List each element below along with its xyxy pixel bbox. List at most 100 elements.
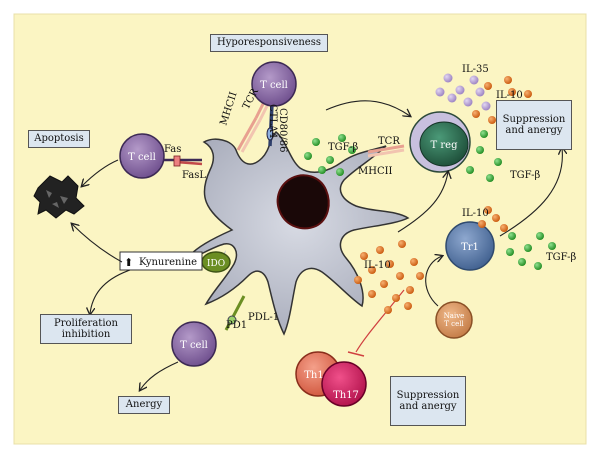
- tgfb-dot: [486, 174, 494, 182]
- il10-dot: [504, 76, 512, 84]
- arrows: [72, 100, 562, 390]
- cell-label-tcell-left: T cell: [128, 152, 156, 163]
- label-fas: Fas: [164, 144, 181, 155]
- cell-label-tr1: Tr1: [461, 242, 479, 253]
- il35-dot: [435, 87, 445, 97]
- cell-label-tcell-top: T cell: [260, 80, 288, 91]
- box-apoptosis: Apoptosis: [28, 130, 90, 148]
- il10-dot: [488, 116, 496, 124]
- tgfb-dot: [318, 166, 326, 174]
- tcell-top-group: [236, 61, 297, 153]
- label-il10-tr1: IL-10: [462, 208, 489, 219]
- il10-dot: [376, 246, 384, 254]
- il10-dot: [396, 272, 404, 280]
- tgfb-dot: [338, 134, 346, 142]
- tgfb-dot: [506, 248, 514, 256]
- label-pdl1: PDL-1: [248, 312, 279, 323]
- tgfb-dot: [508, 232, 516, 240]
- label-tgfb-tr1: TGF-β: [546, 252, 577, 263]
- il10-dot: [368, 266, 376, 274]
- cell-label-th1: Th1: [304, 370, 323, 381]
- tgfb-dot: [534, 262, 542, 270]
- box-proliferation-inhibition: Proliferation inhibition: [40, 314, 132, 344]
- box-suppression-top: Suppression and anergy: [496, 100, 572, 150]
- il10-dot: [524, 90, 532, 98]
- naive-tcell: [435, 301, 473, 339]
- box-suppression-bottom: Suppression and anergy: [390, 376, 466, 426]
- il35-dot: [455, 85, 465, 95]
- il35-dot: [475, 87, 485, 97]
- dc-nucleus: [276, 174, 330, 230]
- label-pd1: PD1: [226, 320, 247, 331]
- cell-label-tcell-bottom: T cell: [180, 340, 208, 351]
- dendritic-cell-body: [184, 130, 410, 336]
- kynurenine-up-arrow: ⬆: [124, 256, 133, 269]
- il35-dot: [443, 73, 453, 83]
- label-ctla4: CTLA4: [267, 104, 278, 139]
- il10-dot: [404, 302, 412, 310]
- il10-dot: [416, 272, 424, 280]
- treg-group: [367, 111, 471, 173]
- label-cd80-86: CD80/86: [277, 108, 288, 153]
- il10-dot: [398, 240, 406, 248]
- label-kynurenine: Kynurenine: [139, 257, 197, 268]
- box-anergy: Anergy: [118, 396, 170, 414]
- il35-dot: [469, 75, 479, 85]
- tgfb-dot: [326, 156, 334, 164]
- tr1-cell: [445, 221, 495, 271]
- tgfb-dot: [348, 146, 356, 154]
- tgfb-dot: [466, 166, 474, 174]
- il10-dot: [360, 252, 368, 260]
- tgfb-dot: [304, 152, 312, 160]
- il10-dot: [368, 290, 376, 298]
- il10-dot: [406, 286, 414, 294]
- il10-dot: [380, 280, 388, 288]
- il10-dot: [354, 276, 362, 284]
- label-tcr-treg: TCR: [378, 136, 400, 147]
- inhibition-bar: [347, 351, 365, 357]
- tgfb-dot: [494, 158, 502, 166]
- label-il10-treg: IL-10: [496, 90, 523, 101]
- il10-dot: [492, 214, 500, 222]
- il10-dot: [484, 82, 492, 90]
- il10-dot: [484, 206, 492, 214]
- il10-dot: [410, 258, 418, 266]
- label-mhcii-treg: MHCII: [358, 166, 393, 177]
- cell-label-th17: Th17: [333, 390, 359, 401]
- tgfb-dot: [536, 232, 544, 240]
- apoptotic-fragments: [46, 190, 68, 208]
- label-il35: IL-35: [462, 64, 489, 75]
- th17-cell: [321, 361, 367, 407]
- il10-dot: [392, 294, 400, 302]
- box-hyporesponsiveness: Hyporesponsiveness: [210, 34, 328, 52]
- il10-dot: [384, 306, 392, 314]
- il10-dot: [478, 220, 486, 228]
- tcell-top: [251, 61, 297, 107]
- il10-dot: [386, 260, 394, 268]
- il10-dot: [500, 224, 508, 232]
- il10-dot: [472, 110, 480, 118]
- tgfb-dot: [548, 242, 556, 250]
- tcell-left-group: [119, 133, 203, 179]
- label-il10-center: IL-10: [364, 260, 391, 271]
- apoptotic-cell: [33, 175, 85, 219]
- tgfb-dot: [480, 130, 488, 138]
- tcell-bottom-group: [171, 295, 246, 367]
- tcell-left: [119, 133, 165, 179]
- tgfb-dot: [312, 138, 320, 146]
- il35-dot: [463, 97, 473, 107]
- il35-dot: [447, 93, 457, 103]
- label-tgfb-dc: TGF-β: [328, 142, 359, 153]
- cell-label-ido: IDO: [207, 259, 225, 269]
- label-tgfb-treg: TGF-β: [510, 170, 541, 181]
- tgfb-dot: [524, 244, 532, 252]
- cell-label-treg: T reg: [431, 140, 459, 151]
- il35-dot: [481, 101, 491, 111]
- label-fasl: FasL: [182, 170, 206, 181]
- tgfb-dot: [518, 258, 526, 266]
- tcell-bottom: [171, 321, 217, 367]
- tgfb-dot: [476, 146, 484, 154]
- il10-dot: [508, 88, 516, 96]
